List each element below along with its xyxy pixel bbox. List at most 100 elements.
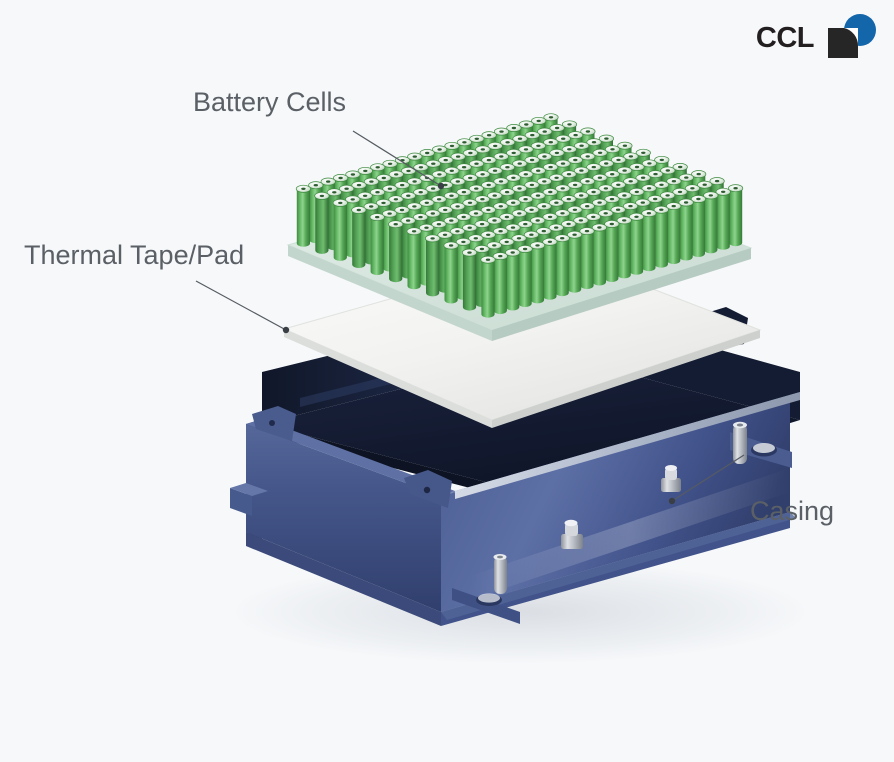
battery-cell-vent xyxy=(609,197,615,201)
casing-flange-left xyxy=(246,532,441,626)
battery-cell xyxy=(591,223,607,286)
battery-cell-body xyxy=(716,191,730,250)
battery-cell-vent xyxy=(566,222,571,226)
casing-wall-left-top-lip xyxy=(246,419,455,496)
battery-cell-vent xyxy=(653,172,658,176)
ccl-logo: CCL xyxy=(756,14,880,62)
battery-cell-vent xyxy=(492,219,497,222)
battery-cell-vent xyxy=(610,173,615,176)
battery-cell-vent xyxy=(597,151,603,154)
battery-cell-vent xyxy=(356,208,361,212)
battery-cell-vent xyxy=(517,187,522,190)
thermal-pad-sheet xyxy=(282,251,762,428)
battery-cell-vent xyxy=(301,187,306,190)
battery-cell-vent xyxy=(326,180,331,183)
battery-cell-vent xyxy=(653,197,658,201)
battery-cell-vent xyxy=(517,212,522,215)
battery-cell-vent xyxy=(448,244,454,247)
battery-cell-vent xyxy=(406,194,411,197)
battery-cell-vent xyxy=(561,137,566,140)
battery-cell-body xyxy=(407,231,421,290)
battery-cell-vent xyxy=(622,219,627,222)
battery-cell-vent xyxy=(486,134,492,137)
battery-cell-vent xyxy=(536,119,541,123)
battery-cell xyxy=(480,255,496,318)
battery-cell xyxy=(443,241,459,304)
battery-cell-vent xyxy=(436,223,442,226)
battery-cell-vent xyxy=(455,180,460,183)
battery-cell-body xyxy=(389,224,403,283)
battery-cell-body xyxy=(333,202,347,261)
battery-cell-vent xyxy=(387,187,393,190)
battery-cell-vent xyxy=(585,130,591,133)
battery-cell-vent xyxy=(554,126,560,130)
battery-cell-vent xyxy=(499,130,504,133)
battery-cell-vent xyxy=(604,162,609,165)
battery-cell-vent xyxy=(566,197,571,201)
battery-cell-vent xyxy=(721,190,726,193)
battery-cell-vent xyxy=(542,180,547,183)
battery-cell-vent xyxy=(591,165,596,169)
battery-cell-vent xyxy=(437,173,442,176)
battery-cell-vent xyxy=(591,141,597,144)
battery-cell-vent xyxy=(369,180,374,183)
battery-cell-vent xyxy=(547,240,553,243)
battery-cell-vent xyxy=(461,215,466,219)
battery-cell-vent xyxy=(313,184,318,187)
battery-cell-vent xyxy=(505,166,510,169)
casing-hardware-bolt-right xyxy=(661,465,681,492)
battery-cell-vent xyxy=(665,169,670,172)
battery-cell-vent xyxy=(542,130,547,133)
casing-mount-foot-left xyxy=(230,483,268,516)
battery-cell-vent xyxy=(504,215,510,219)
battery-cell-body xyxy=(642,213,656,272)
battery-cell-vent xyxy=(597,176,603,179)
battery-cell-vent xyxy=(492,244,497,247)
battery-cell-body xyxy=(568,234,582,293)
battery-cell-vent xyxy=(567,123,572,126)
battery-cell-vent xyxy=(400,183,405,187)
battery-cell-vent xyxy=(430,187,436,190)
leader-dot-casing xyxy=(668,497,676,505)
battery-cell-vent xyxy=(474,187,479,190)
battery-cell-vent xyxy=(461,190,467,194)
battery-cell-vent xyxy=(671,204,676,208)
battery-cell-vent xyxy=(579,144,584,147)
battery-cell-vent xyxy=(554,176,559,179)
battery-cell-vent xyxy=(424,226,429,229)
battery-cell-vent xyxy=(467,226,472,229)
battery-cell-vent xyxy=(622,169,627,172)
battery-cell xyxy=(492,252,508,315)
battery-cell-vent xyxy=(671,180,677,183)
battery-cell-vent xyxy=(572,183,578,187)
battery-cell-vent xyxy=(387,212,392,215)
battery-cell-vent xyxy=(622,194,627,197)
battery-cell-vent xyxy=(684,176,689,179)
battery-cell-vent xyxy=(369,205,374,208)
leader-line-battery-cells xyxy=(352,130,442,187)
battery-cell-vent xyxy=(524,123,529,126)
battery-cell-vent xyxy=(399,208,405,212)
casing-flange-right-face xyxy=(441,512,796,620)
battery-cell-vent xyxy=(597,201,602,204)
battery-cell-vent xyxy=(522,247,528,251)
interior-floor xyxy=(262,352,800,498)
battery-cell-vent xyxy=(517,137,523,140)
battery-cell-array xyxy=(295,113,744,318)
battery-cell-vent xyxy=(554,151,560,155)
battery-cell-vent xyxy=(387,162,393,165)
battery-cell-vent xyxy=(548,116,554,119)
battery-cell-vent xyxy=(338,201,343,205)
battery-cell-vent xyxy=(504,190,510,194)
battery-cell-vent xyxy=(492,169,498,172)
battery-cell-vent xyxy=(473,237,478,240)
battery-cell-vent xyxy=(480,173,485,176)
battery-cell xyxy=(678,198,694,261)
battery-cell-vent xyxy=(634,190,639,194)
battery-cell-vent xyxy=(474,162,479,165)
battery-cell-vent xyxy=(585,155,590,158)
battery-cell-vent xyxy=(640,176,646,179)
battery-cell-vent xyxy=(511,151,516,155)
battery-cell xyxy=(628,212,645,275)
